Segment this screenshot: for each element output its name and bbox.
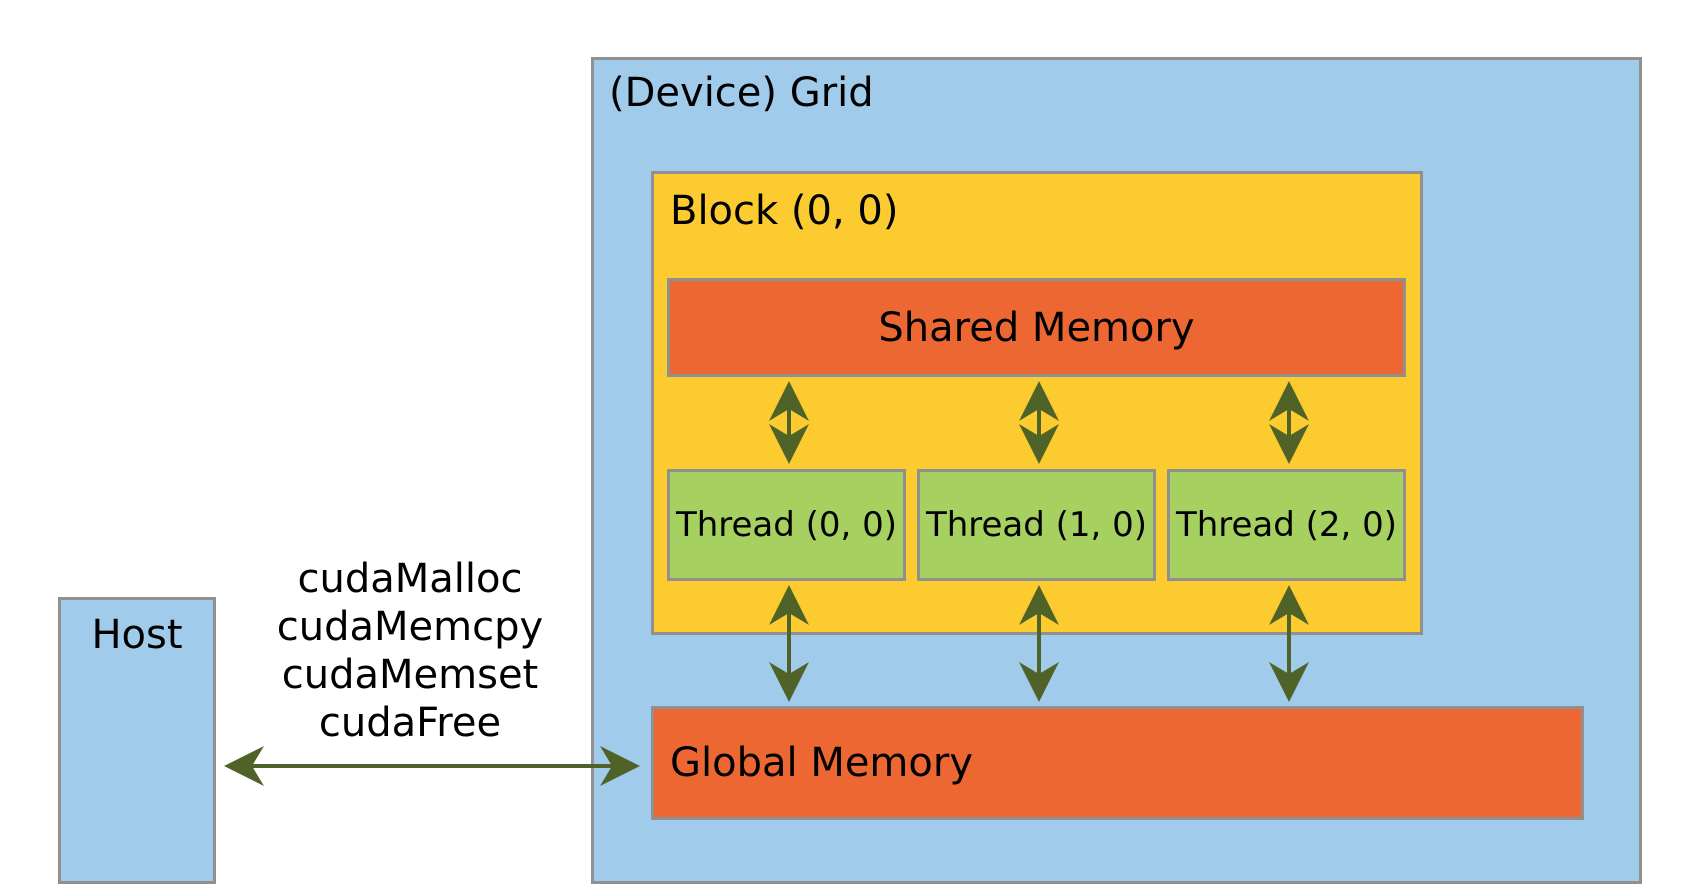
api-call-memset: cudaMemset xyxy=(281,652,539,698)
host-title: Host xyxy=(91,612,183,658)
host: Host xyxy=(58,597,216,884)
api-call-free: cudaFree xyxy=(318,700,502,746)
global-memory-label: Global Memory xyxy=(670,740,973,786)
shared-memory-label: Shared Memory xyxy=(878,304,1195,351)
api-call-list: cudaMalloc cudaMemcpy cudaMemset cudaFre… xyxy=(250,555,570,747)
device-grid-title: (Device) Grid xyxy=(609,70,874,116)
api-call-memcpy: cudaMemcpy xyxy=(276,604,544,650)
thread-1-0-label: Thread (1, 0) xyxy=(925,505,1148,545)
thread-0-0-label: Thread (0, 0) xyxy=(675,505,898,545)
thread-1-0: Thread (1, 0) xyxy=(917,469,1156,581)
global-memory: Global Memory xyxy=(651,706,1584,820)
thread-0-0: Thread (0, 0) xyxy=(667,469,906,581)
thread-2-0-label: Thread (2, 0) xyxy=(1175,505,1398,545)
block-title: Block (0, 0) xyxy=(670,188,899,234)
shared-memory: Shared Memory xyxy=(667,278,1406,377)
api-call-malloc: cudaMalloc xyxy=(297,556,523,602)
thread-2-0: Thread (2, 0) xyxy=(1167,469,1406,581)
